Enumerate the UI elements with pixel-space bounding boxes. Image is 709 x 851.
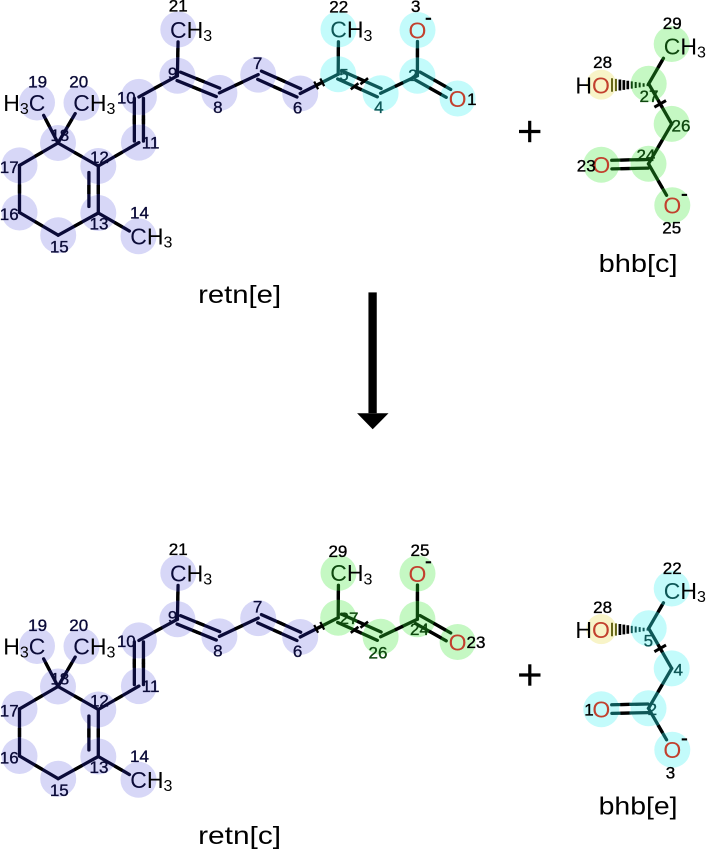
svg-text:O: O xyxy=(663,737,681,763)
svg-text:28: 28 xyxy=(593,598,612,617)
svg-text:CH3: CH3 xyxy=(170,560,212,588)
svg-text:HO: HO xyxy=(575,73,610,99)
svg-text:19: 19 xyxy=(28,616,47,635)
svg-text:13: 13 xyxy=(90,758,109,777)
svg-text:HO: HO xyxy=(575,617,610,643)
svg-text:H3C: H3C xyxy=(3,633,45,661)
svg-text:11: 11 xyxy=(142,677,160,696)
svg-text:19: 19 xyxy=(28,72,47,91)
svg-text:25: 25 xyxy=(662,219,681,238)
svg-text:20: 20 xyxy=(69,72,88,91)
svg-text:CH3: CH3 xyxy=(73,90,115,118)
svg-text:28: 28 xyxy=(593,53,612,72)
svg-text:6: 6 xyxy=(293,99,302,118)
svg-text:21: 21 xyxy=(169,0,188,16)
svg-text:5: 5 xyxy=(339,66,348,85)
svg-text:12: 12 xyxy=(90,692,109,711)
svg-text:18: 18 xyxy=(50,126,69,145)
svg-text:2: 2 xyxy=(648,700,657,719)
svg-text:21: 21 xyxy=(169,540,188,559)
svg-text:CH3: CH3 xyxy=(330,17,372,45)
svg-text:11: 11 xyxy=(142,134,160,153)
svg-text:17: 17 xyxy=(0,158,19,177)
svg-text:4: 4 xyxy=(673,661,682,680)
svg-text:29: 29 xyxy=(328,542,347,561)
svg-text:26: 26 xyxy=(672,117,691,136)
svg-text:CH3: CH3 xyxy=(130,767,172,795)
svg-text:H3C: H3C xyxy=(3,90,45,118)
svg-text:8: 8 xyxy=(213,641,222,660)
svg-text:CH3: CH3 xyxy=(73,634,115,662)
svg-text:9: 9 xyxy=(168,64,177,83)
svg-text:18: 18 xyxy=(50,669,69,688)
svg-text:17: 17 xyxy=(0,702,19,721)
svg-text:16: 16 xyxy=(0,749,19,768)
svg-text:25: 25 xyxy=(411,541,430,560)
svg-text:3: 3 xyxy=(411,0,420,16)
svg-text:10: 10 xyxy=(117,89,136,108)
svg-text:23: 23 xyxy=(467,633,486,652)
svg-text:20: 20 xyxy=(69,616,88,635)
svg-text:16: 16 xyxy=(0,205,19,224)
svg-text:27: 27 xyxy=(340,609,359,628)
svg-text:15: 15 xyxy=(50,781,69,800)
svg-text:bhb[c]: bhb[c] xyxy=(599,250,678,278)
svg-text:9: 9 xyxy=(168,608,177,627)
svg-text:15: 15 xyxy=(50,238,69,257)
svg-text:22: 22 xyxy=(663,559,682,578)
svg-text:CH3: CH3 xyxy=(330,560,372,588)
svg-text:1: 1 xyxy=(584,701,593,720)
svg-text:O: O xyxy=(663,193,681,219)
svg-text:retn[e]: retn[e] xyxy=(198,281,281,309)
svg-text:O: O xyxy=(409,17,427,43)
svg-text:CH3: CH3 xyxy=(170,17,212,45)
svg-text:O: O xyxy=(449,86,467,112)
svg-text:24: 24 xyxy=(410,620,429,639)
svg-text:10: 10 xyxy=(117,632,136,651)
svg-text:27: 27 xyxy=(640,87,659,106)
svg-text:O: O xyxy=(592,697,610,723)
svg-text:14: 14 xyxy=(130,747,149,766)
svg-text:8: 8 xyxy=(213,98,222,117)
svg-text:6: 6 xyxy=(293,642,302,661)
svg-text:O: O xyxy=(409,561,427,587)
svg-text:12: 12 xyxy=(90,148,109,167)
svg-text:7: 7 xyxy=(253,54,262,73)
svg-text:bhb[e]: bhb[e] xyxy=(599,792,678,820)
svg-text:14: 14 xyxy=(130,204,149,223)
svg-text:5: 5 xyxy=(644,632,653,651)
svg-text:26: 26 xyxy=(369,644,388,663)
svg-text:4: 4 xyxy=(374,98,383,117)
svg-text:CH3: CH3 xyxy=(130,224,172,252)
svg-text:29: 29 xyxy=(663,14,682,33)
svg-text:24: 24 xyxy=(636,146,655,165)
svg-text:23: 23 xyxy=(577,157,596,176)
svg-text:CH3: CH3 xyxy=(664,34,706,62)
svg-text:13: 13 xyxy=(90,215,109,234)
svg-text:3: 3 xyxy=(666,764,675,783)
svg-text:22: 22 xyxy=(329,0,348,17)
svg-text:CH3: CH3 xyxy=(664,578,706,606)
svg-text:O: O xyxy=(592,152,610,178)
svg-text:retn[c]: retn[c] xyxy=(198,822,281,850)
svg-text:2: 2 xyxy=(408,66,417,85)
svg-text:7: 7 xyxy=(253,598,262,617)
svg-text:O: O xyxy=(449,629,467,655)
svg-text:1: 1 xyxy=(467,90,476,109)
